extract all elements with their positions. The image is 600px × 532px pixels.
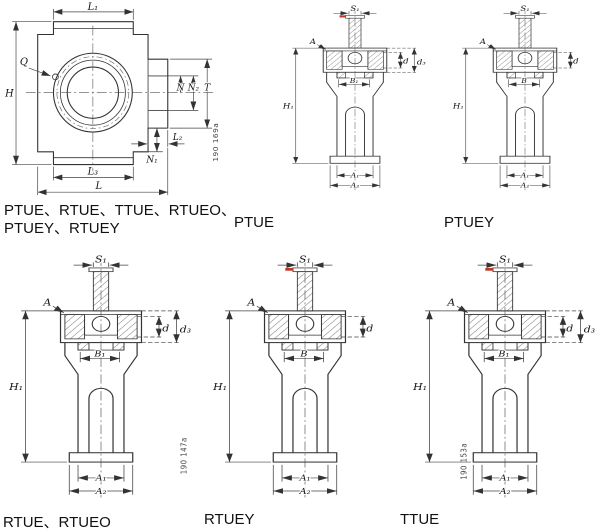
dim-a: A — [42, 298, 51, 308]
ttue-side-view: S₁ H₁ A B₁ d d₃ A₁ A₂ 190 153a — [412, 254, 596, 505]
dim-h1: H₁ — [412, 383, 427, 393]
caption-ptuey: PTUEY — [444, 214, 495, 231]
dim-t: T — [204, 84, 211, 94]
dim-s1: S₁ — [350, 5, 359, 13]
caption-all-types-line1: PTUE、RTUE、TTUE、RTUEO、 — [4, 202, 236, 219]
dim-b1: B₁ — [497, 350, 509, 359]
caption-rtuey: RTUEY — [204, 511, 255, 528]
dim-a1: A₁ — [498, 474, 510, 483]
dim-s1: S₁ — [520, 5, 529, 13]
figure-ref: 190 153a — [459, 443, 469, 480]
dim-a1: A₁ — [520, 171, 530, 179]
dim-b: B — [299, 350, 308, 359]
dim-a: A — [446, 298, 455, 308]
caption-all-types-line2: PTUEY、RTUEY — [4, 220, 120, 237]
dim-q: Q — [20, 57, 28, 68]
rtuey-side-view: S₁ H₁ A B d A₁ A₂ — [212, 254, 375, 505]
dim-s1: S₁ — [299, 255, 311, 265]
dim-h1: H₁ — [8, 383, 23, 393]
dim-l1: L₁ — [87, 2, 98, 13]
dim-s1: S₁ — [95, 255, 107, 265]
dim-h1: H₁ — [282, 102, 294, 110]
dim-a: A — [309, 38, 317, 46]
dim-a2: A₂ — [498, 487, 510, 496]
figure-ref: 190 169a — [211, 123, 220, 162]
dim-a: A — [246, 298, 255, 308]
dim-d: d — [162, 324, 170, 334]
dim-h1: H₁ — [212, 383, 227, 393]
dim-n: N — [176, 84, 185, 94]
rtue-side-view: S₁ H₁ A B₁ d d₃ A₁ A₂ 190 147a — [8, 254, 192, 505]
caption-ptue: PTUE — [234, 214, 275, 231]
dim-n2: N₂ — [187, 84, 200, 94]
dim-d: d — [566, 324, 574, 334]
dim-b1: B₁ — [93, 350, 105, 359]
ptuey-side-view: S₁ H₁ A B d A₁ A₂ — [452, 4, 579, 196]
dim-d3: d₃ — [417, 58, 426, 66]
dim-l2: L₂ — [172, 133, 183, 143]
front-view-drawing: L₁ Q H N N₂ T L₂ N₁ L₃ L 190 169a — [3, 2, 220, 196]
caption-all-types: PTUE、RTUE、TTUE、RTUEO、 PTUEY、RTUEY — [4, 202, 236, 238]
dim-a2: A₂ — [94, 487, 106, 496]
dim-a: A — [479, 38, 487, 46]
dim-b1: B₁ — [349, 77, 359, 85]
dim-l3: L₃ — [87, 166, 99, 177]
figure-ref: 190 147a — [179, 437, 189, 474]
dim-a2: A₂ — [298, 487, 310, 496]
dim-l: L — [95, 181, 103, 192]
ptue-side-view: S₁ H₁ A B₁ d d₃ A₁ A₂ — [282, 4, 427, 196]
dim-h: H — [4, 89, 14, 100]
dim-d: d — [366, 324, 374, 334]
dim-d: d — [403, 57, 408, 65]
dim-n1: N₁ — [145, 156, 157, 166]
caption-ttue: TTUE — [400, 511, 440, 528]
dim-b: B — [520, 77, 527, 85]
dim-s1: S₁ — [499, 255, 511, 265]
dim-d: d — [573, 57, 578, 65]
dim-h1: H₁ — [452, 102, 464, 110]
dim-a2: A₂ — [520, 181, 530, 189]
dim-a1: A₁ — [350, 171, 360, 179]
caption-rtue-rtueo: RTUE、RTUEO — [3, 514, 111, 531]
dim-d3: d₃ — [180, 325, 191, 335]
dim-a1: A₁ — [94, 474, 106, 483]
dim-a1: A₁ — [298, 474, 310, 483]
dim-a2: A₂ — [350, 181, 360, 189]
lube-hole — [52, 73, 59, 81]
dim-d3: d₃ — [584, 325, 595, 335]
